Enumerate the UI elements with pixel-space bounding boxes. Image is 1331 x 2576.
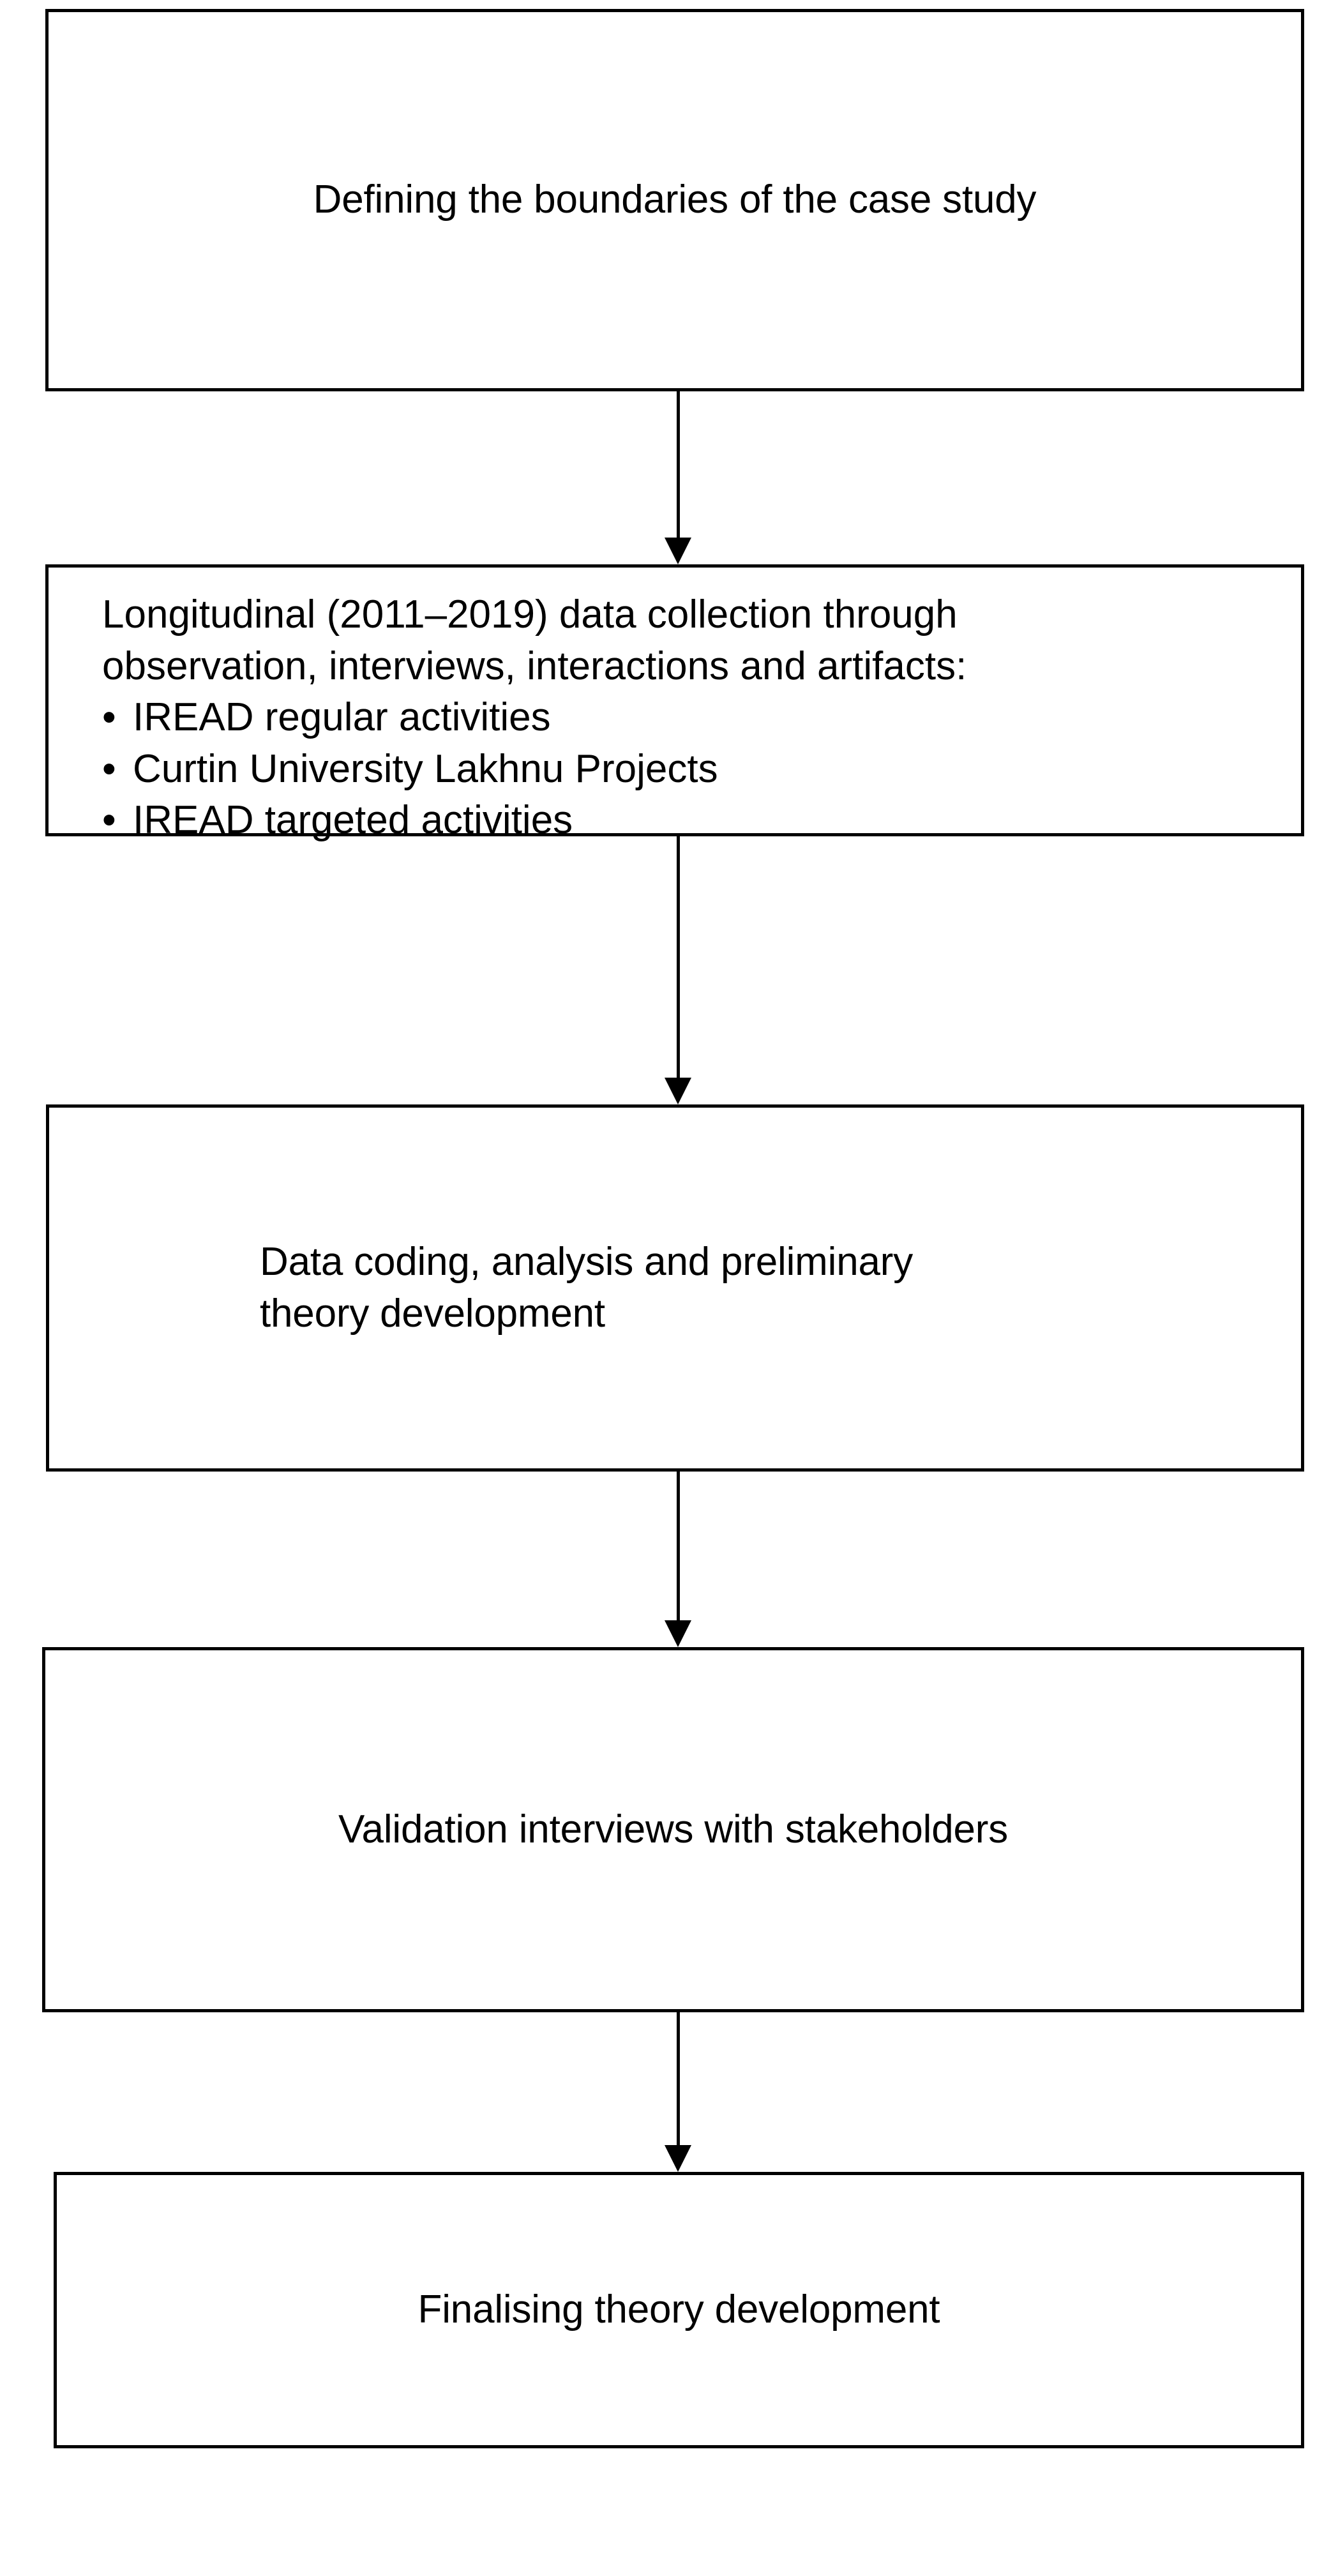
bullet-dot-icon: • — [102, 798, 116, 843]
arrow-shaft — [677, 1472, 680, 1620]
arrow-head-down-icon — [665, 2145, 691, 2172]
arrow-shaft — [677, 836, 680, 1078]
process-box-defining-boundaries: Defining the boundaries of the case stud… — [45, 9, 1304, 391]
connector-arrow-4 — [659, 2012, 697, 2172]
process-box-validation-interviews: Validation interviews with stakeholders — [42, 1647, 1304, 2012]
list-item: • IREAD targeted activities — [102, 795, 1301, 847]
list-item-label: IREAD regular activities — [133, 695, 551, 740]
process-box-data-collection: Longitudinal (2011–2019) data collection… — [45, 564, 1304, 842]
arrow-head-down-icon — [665, 1078, 691, 1104]
list-item-label: Curtin University Lakhnu Projects — [133, 746, 718, 791]
connector-arrow-2 — [659, 836, 697, 1104]
data-collection-lead-line-1: Longitudinal (2011–2019) data collection… — [102, 592, 958, 636]
data-source-list: • IREAD regular activities • Curtin Univ… — [102, 692, 1301, 847]
arrow-head-down-icon — [665, 1620, 691, 1647]
process-box-label: Defining the boundaries of the case stud… — [313, 177, 1037, 222]
arrow-shaft — [677, 2012, 680, 2145]
arrow-head-down-icon — [665, 538, 691, 564]
list-item: • Curtin University Lakhnu Projects — [102, 744, 1301, 795]
connector-arrow-1 — [659, 391, 697, 564]
process-box-label: Data coding, analysis and preliminary th… — [260, 1239, 914, 1336]
process-box-label: Validation interviews with stakeholders — [338, 1807, 1008, 1851]
data-collection-lead-line-2: observation, interviews, interactions an… — [102, 644, 967, 688]
connector-arrow-3 — [659, 1472, 697, 1647]
bullet-dot-icon: • — [102, 746, 116, 791]
bullet-dot-icon: • — [102, 695, 116, 740]
process-box-label: Finalising theory development — [417, 2287, 940, 2332]
list-item: • IREAD regular activities — [102, 692, 1301, 744]
list-item-label: IREAD targeted activities — [133, 798, 573, 843]
process-box-finalising-theory: Finalising theory development — [54, 2172, 1304, 2448]
arrow-shaft — [677, 391, 680, 538]
process-box-data-coding-analysis: Data coding, analysis and preliminary th… — [46, 1104, 1304, 1472]
